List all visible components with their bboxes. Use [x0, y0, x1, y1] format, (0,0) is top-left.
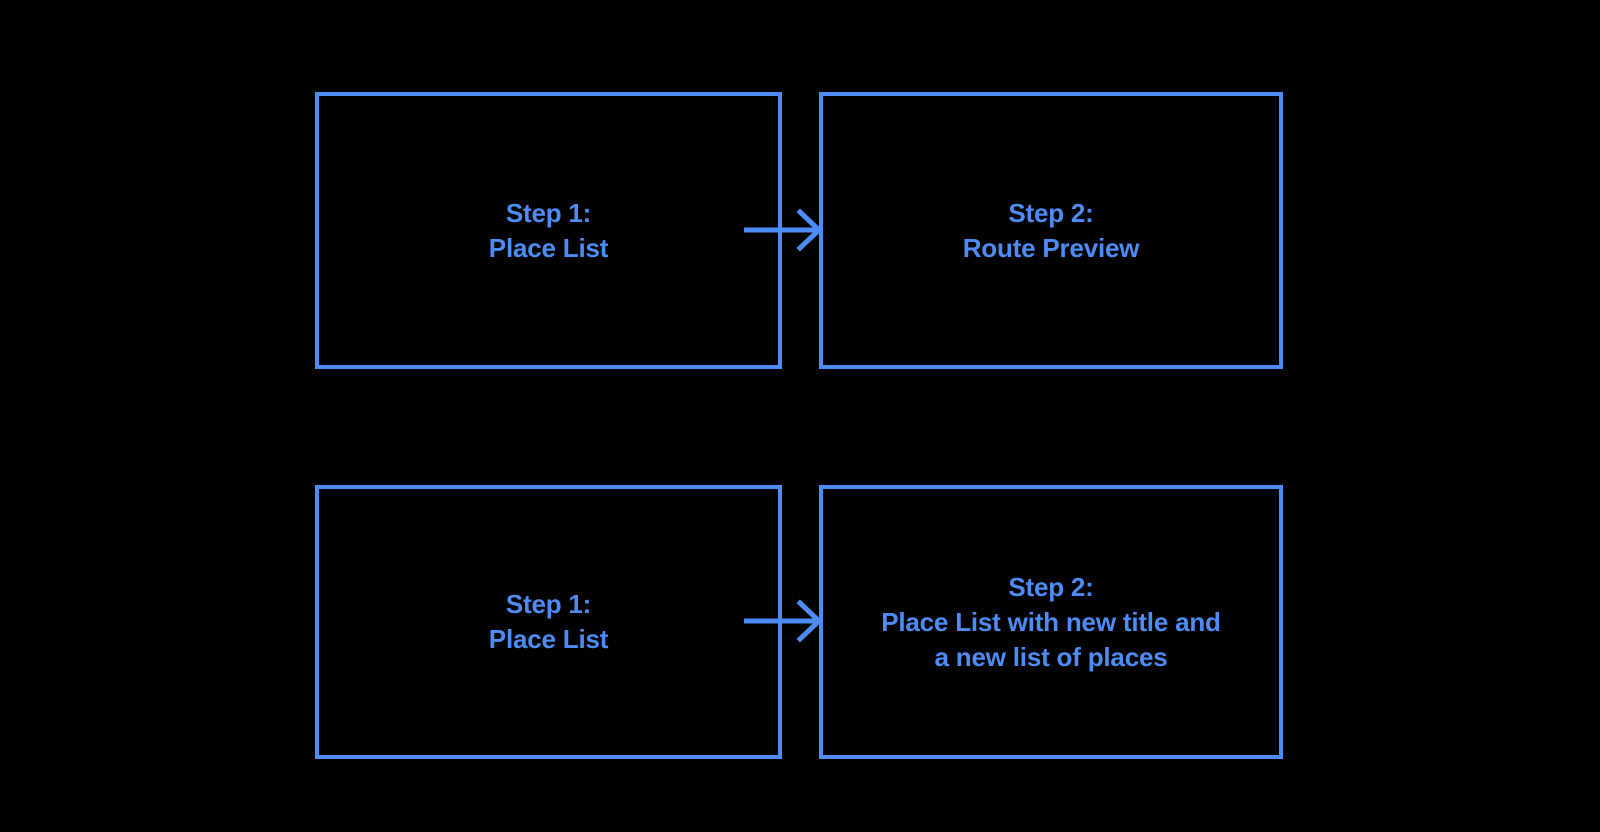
flow-row-2: Step 1: Place List Step 2: Place List wi…: [0, 485, 1600, 759]
step-box-label: Step 1: Place List: [488, 589, 609, 654]
flow-row-1: Step 1: Place List Step 2: Route Preview: [0, 92, 1600, 369]
step-box-row2-step1[interactable]: Step 1: Place List: [315, 485, 782, 759]
step-box-label: Step 2: Place List with new title and a …: [881, 571, 1221, 672]
step-box-label: Step 2: Route Preview: [962, 197, 1140, 263]
step-box-label: Step 1: Place List: [488, 197, 609, 263]
step-box-row1-step1[interactable]: Step 1: Place List: [315, 92, 782, 369]
step-box-row1-step2[interactable]: Step 2: Route Preview: [819, 92, 1283, 369]
step-box-row2-step2[interactable]: Step 2: Place List with new title and a …: [819, 485, 1283, 759]
